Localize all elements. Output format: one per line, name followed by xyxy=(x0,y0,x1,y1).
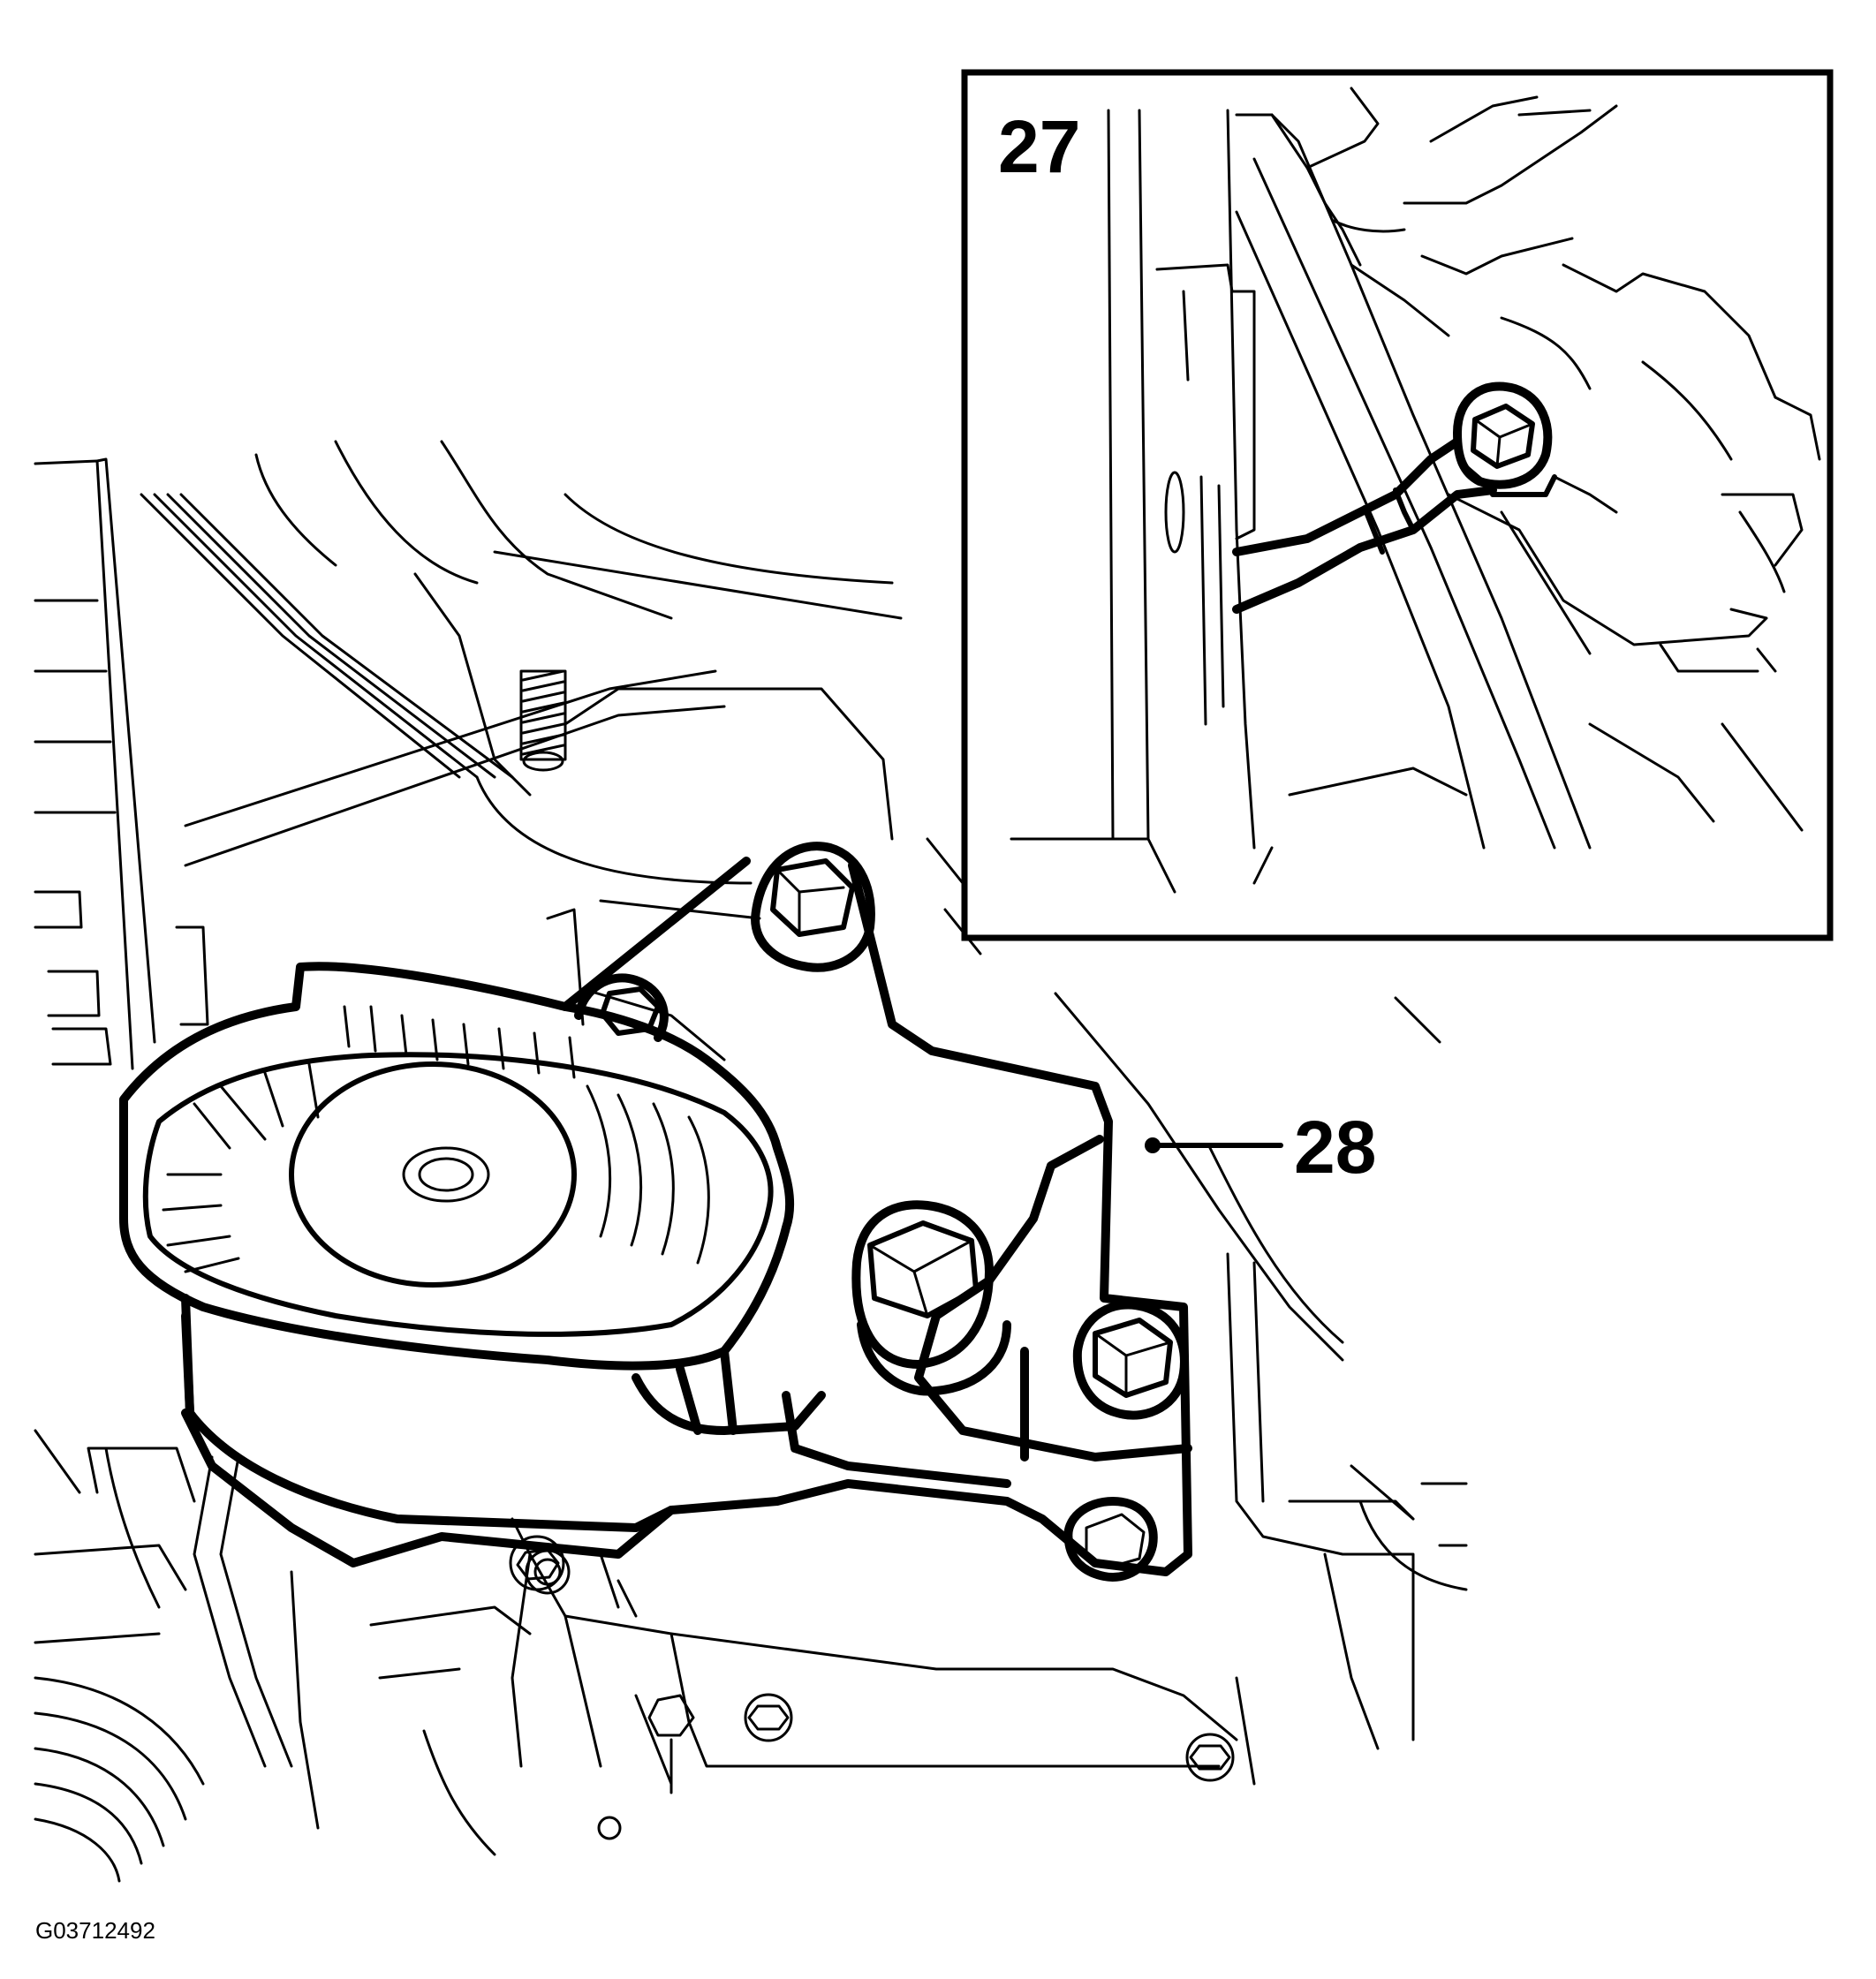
figure-code: G03712492 xyxy=(35,1917,155,1944)
mount-rubber-pad xyxy=(119,962,795,1371)
bolt-right xyxy=(1072,1300,1189,1420)
bolt-lower-right xyxy=(1063,1497,1158,1582)
bolt-small-bottom-4 xyxy=(647,1694,695,1737)
inset-wire-harness xyxy=(1232,434,1497,614)
callout-28: 28 xyxy=(1145,1106,1376,1189)
bolt-small-bottom-3 xyxy=(1185,1733,1235,1782)
inset-frame xyxy=(961,69,1834,941)
inset-27: 27 xyxy=(961,69,1834,941)
engine-background-lines xyxy=(34,440,1468,1883)
engine-mount xyxy=(119,842,1192,1591)
mount-center-disc xyxy=(289,1061,577,1288)
inset-detail-lines xyxy=(1010,87,1821,894)
bolt-small-bottom-2 xyxy=(744,1693,793,1742)
inset-bolt xyxy=(1453,381,1557,497)
bolt-lower-mid xyxy=(509,1535,565,1591)
bolt-large-center xyxy=(851,1200,1011,1396)
inset-27-label: 27 xyxy=(998,105,1080,188)
bolt-upper-center xyxy=(751,842,875,972)
callout-28-label: 28 xyxy=(1294,1106,1376,1189)
bolt-upper-left xyxy=(574,973,669,1042)
